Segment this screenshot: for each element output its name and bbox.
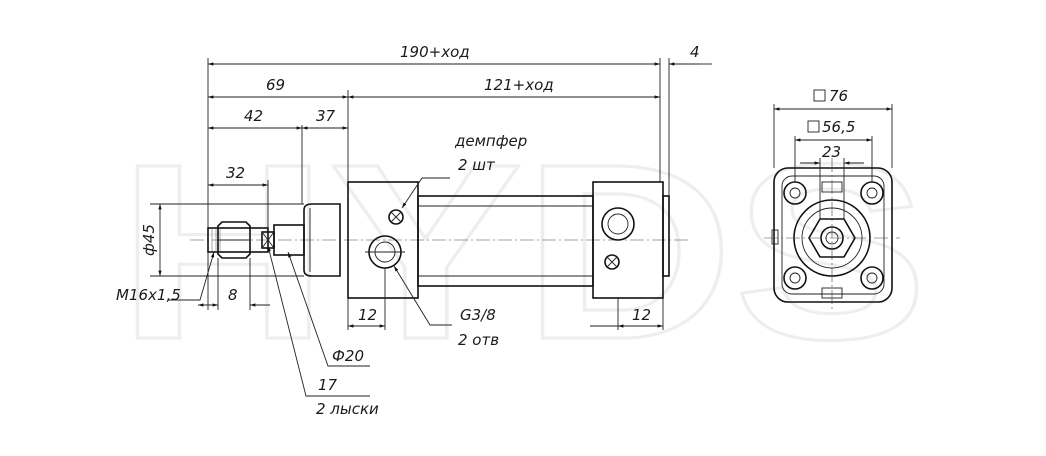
dim-overall-length: 190+ход [400, 43, 470, 61]
side-view: 190+ход 4 69 121+ход 42 37 32 ф45 M16x1,… [116, 43, 712, 418]
bolt-bottom-right [860, 266, 884, 290]
label-damper: демпфер [454, 132, 527, 150]
label-wrench-flat-note: 2 лыски [316, 400, 379, 418]
dim-port-offset-rear: 12 [632, 306, 651, 324]
rear-plate [662, 195, 670, 277]
dim-barrel-length: 121+ход [484, 76, 554, 94]
end-view: 76 56,5 23 [764, 87, 900, 312]
dim-head-to-rod-end: 69 [266, 76, 285, 94]
end-view-square [773, 167, 893, 303]
dim-thread-length: 32 [226, 164, 245, 182]
label-wrench-flat: 17 [318, 376, 338, 394]
dim-thread-size: M16x1,5 [116, 286, 181, 304]
label-damper-count: 2 шт [458, 156, 496, 174]
label-port-thread: G3/8 [460, 306, 496, 324]
square-symbol-outer [813, 89, 826, 102]
port-rear [601, 207, 635, 241]
damper-screw-rear [604, 254, 620, 270]
seal-cap [303, 203, 341, 277]
dim-rod-thread-to-face: 42 [244, 107, 263, 125]
dim-rod-dia-seal: ф45 [140, 224, 158, 256]
dim-nut-width: 8 [228, 286, 238, 304]
dim-port-offset-front: 12 [358, 306, 377, 324]
bolt-bottom-left [783, 266, 807, 290]
damper-screw-front [388, 209, 404, 225]
dim-square-bolt: 56,5 [822, 118, 855, 136]
dim-flat-width: 23 [822, 143, 841, 161]
label-rod-diameter: Ф20 [332, 347, 364, 365]
dim-head-length: 37 [316, 107, 336, 125]
dim-square-outer: 76 [829, 87, 848, 105]
label-port-count: 2 отв [458, 331, 499, 349]
dim-rear-extension: 4 [690, 43, 700, 61]
square-symbol-bolt [807, 120, 820, 133]
lock-nut [217, 221, 251, 259]
